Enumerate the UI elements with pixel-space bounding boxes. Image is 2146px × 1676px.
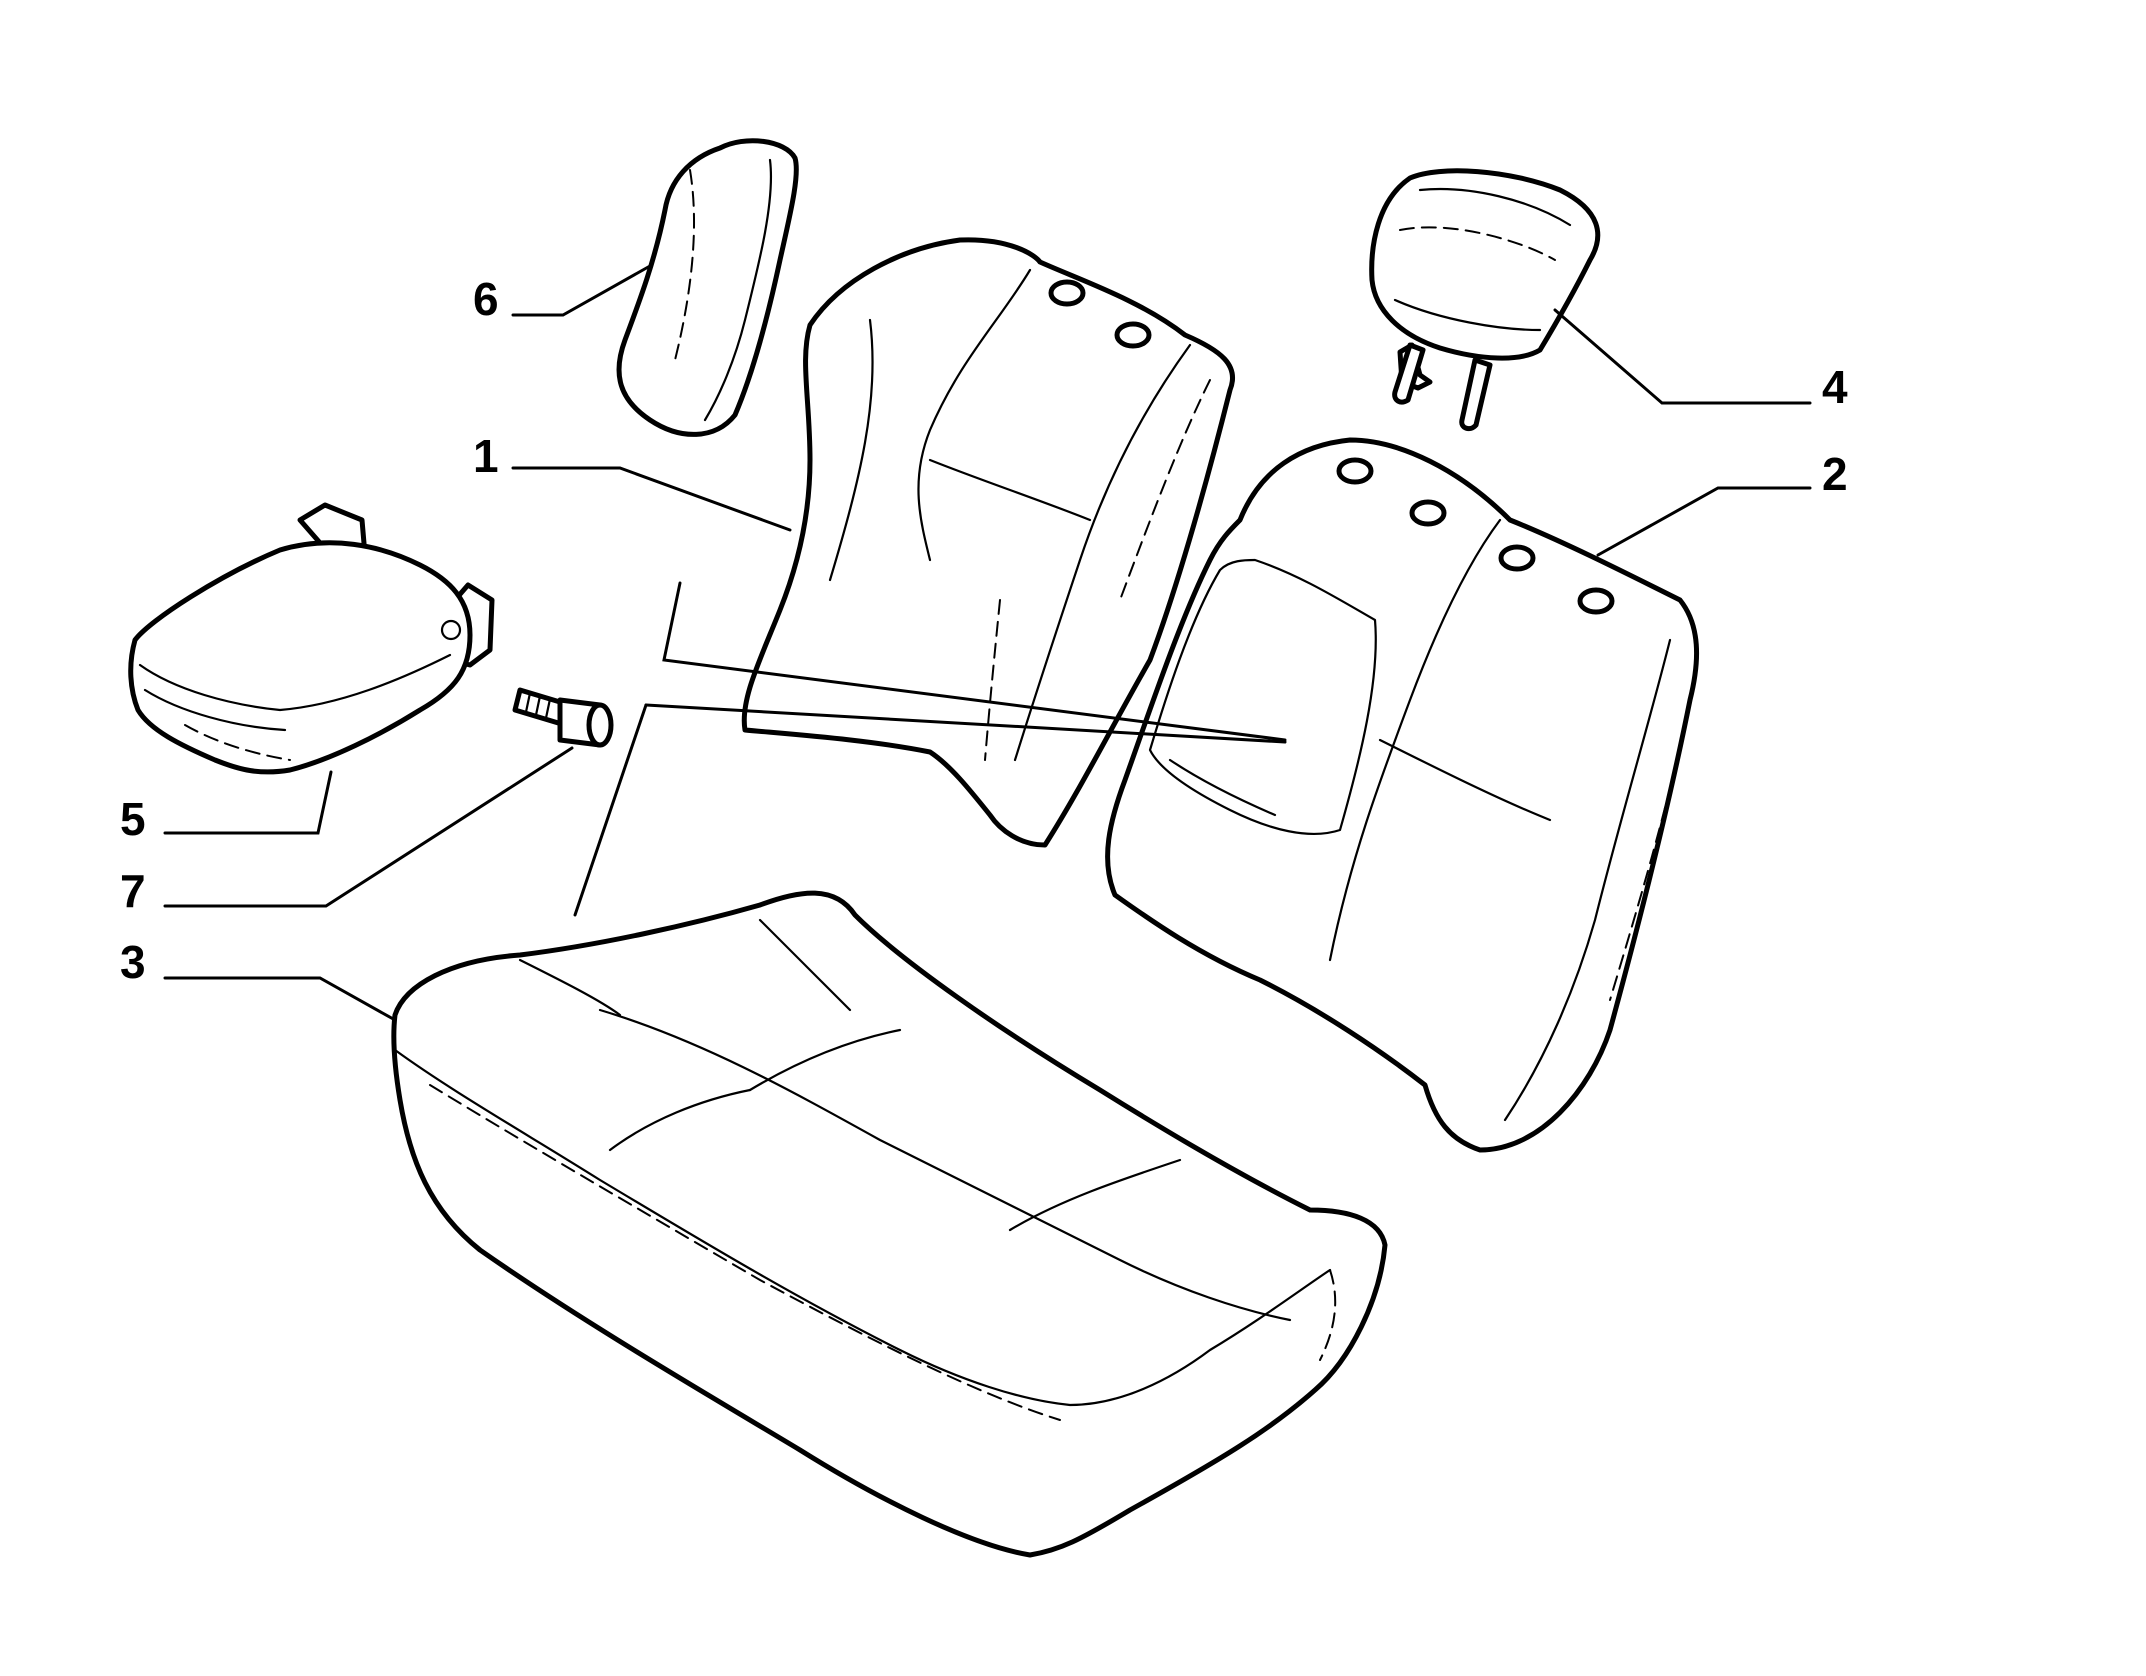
callout-6: 6 [473,273,499,325]
part-1-left-backrest [741,237,1236,848]
callout-2: 2 [1822,448,1848,500]
callout-1: 1 [473,430,499,482]
leader-lines [163,264,1812,1022]
callout-3: 3 [120,936,146,988]
callout-7: 7 [120,865,146,917]
leader-3 [163,976,397,1022]
leader-4 [1553,308,1812,405]
part-7-bolt [512,687,614,748]
leader-6 [511,264,652,317]
part-4-headrest [1369,168,1601,432]
leader-7 [163,746,574,908]
part-6-side-pad [616,138,799,437]
part-5-armrest [128,502,495,775]
part-3-seat-cushion [391,890,1388,1558]
callout-4: 4 [1822,361,1848,413]
callout-5: 5 [120,793,146,845]
part-2-right-backrest [1105,437,1699,1153]
leader-1 [511,466,792,532]
leader-1-branch-b [644,703,1287,744]
leader-1-branch-c [573,703,648,917]
leader-5 [163,770,333,835]
leader-2 [1596,486,1812,557]
leader-1-branch-a [662,581,1287,742]
